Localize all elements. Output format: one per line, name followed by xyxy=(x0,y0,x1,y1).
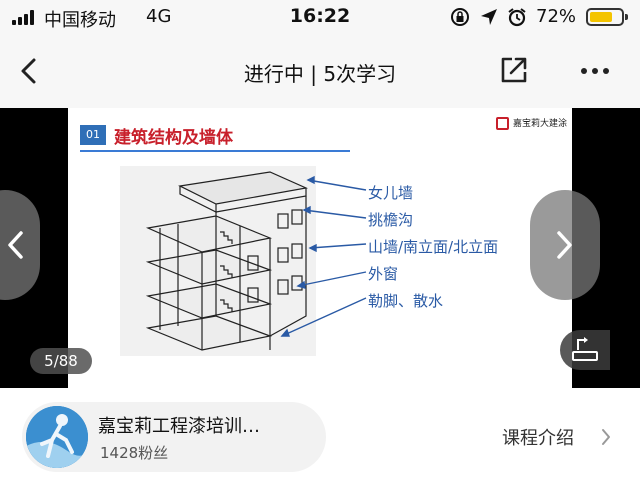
alarm-icon xyxy=(508,8,526,27)
label-arrows xyxy=(280,175,367,337)
chevron-right-icon[interactable] xyxy=(600,428,612,446)
avatar[interactable] xyxy=(26,406,88,468)
brand-mark-icon xyxy=(496,117,509,130)
follower-count: 1428粉丝 xyxy=(100,444,169,462)
battery-percent: 72% xyxy=(536,6,577,27)
orientation-lock-icon xyxy=(451,8,469,26)
nav-bar: 进行中 | 5次学习 xyxy=(0,34,640,108)
chevron-left-icon xyxy=(8,231,23,259)
author-name[interactable]: 嘉宝莉工程漆培训… xyxy=(98,416,260,437)
carrier-name: 中国移动 xyxy=(44,10,116,31)
signal-icon xyxy=(12,9,38,25)
label-eaves-gutter: 挑檐沟 xyxy=(368,211,414,229)
label-exterior-window: 外窗 xyxy=(368,265,399,283)
author-card[interactable]: 嘉宝莉工程漆培训… 1428粉丝 xyxy=(22,402,326,472)
avatar-runner-icon xyxy=(26,406,88,468)
battery-icon xyxy=(586,8,628,26)
label-parapet: 女儿墙 xyxy=(368,184,414,202)
back-icon[interactable] xyxy=(14,56,44,86)
slide: 01 建筑结构及墙体 嘉宝莉大建涂 xyxy=(68,108,572,388)
building-section-illustration xyxy=(145,171,309,351)
header-divider xyxy=(80,150,350,152)
course-intro-link[interactable]: 课程介绍 xyxy=(502,428,574,449)
label-plinth-apron: 勒脚、散水 xyxy=(368,292,444,310)
prev-slide-button[interactable] xyxy=(0,190,40,300)
brand-name: 嘉宝莉大建涂 xyxy=(513,119,568,129)
course-footer: 嘉宝莉工程漆培训… 1428粉丝 课程介绍 xyxy=(0,388,640,486)
rotate-screen-icon xyxy=(572,337,598,361)
section-number: 01 xyxy=(80,125,106,145)
rotate-screen-button[interactable] xyxy=(560,330,610,370)
share-icon[interactable] xyxy=(498,54,530,86)
more-icon[interactable] xyxy=(578,56,612,86)
chevron-right-icon xyxy=(557,231,572,259)
label-gable-wall: 山墙/南立面/北立面 xyxy=(368,238,499,256)
page-title: 进行中 | 5次学习 xyxy=(243,62,397,86)
brand-logo: 嘉宝莉大建涂 xyxy=(496,116,568,136)
status-bar: 中国移动 4G 16:22 72% xyxy=(0,0,640,34)
slide-title: 建筑结构及墙体 xyxy=(114,128,233,148)
status-time: 16:22 xyxy=(289,5,351,27)
next-slide-button[interactable] xyxy=(530,190,600,300)
network-type: 4G xyxy=(146,6,172,27)
location-icon xyxy=(481,9,497,25)
slide-player[interactable]: 01 建筑结构及墙体 嘉宝莉大建涂 xyxy=(0,108,640,388)
page-indicator: 5/88 xyxy=(30,348,92,374)
